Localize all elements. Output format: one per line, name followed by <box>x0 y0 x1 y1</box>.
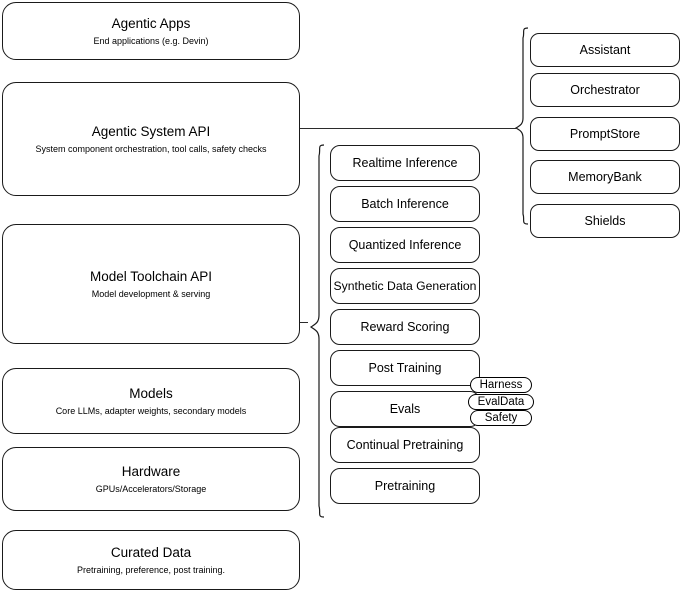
layer-title: Hardware <box>121 463 181 479</box>
capability-label: Quantized Inference <box>348 237 462 252</box>
layer-title: Models <box>129 385 173 401</box>
capability-label: Post Training <box>368 360 442 375</box>
capability-chip-evals[interactable]: Evals <box>330 391 480 427</box>
evals-tag-label: Harness <box>479 379 523 391</box>
layer-title: Agentic System API <box>91 123 211 139</box>
layer-card-hardware[interactable]: Hardware GPUs/Accelerators/Storage <box>2 447 300 511</box>
evals-tag-label: EvalData <box>477 396 525 408</box>
system-component-memorybank[interactable]: MemoryBank <box>530 160 680 194</box>
connector-agentic-system-api-to-components <box>300 128 516 130</box>
capability-chip-post-training[interactable]: Post Training <box>330 350 480 386</box>
capability-label: Synthetic Data Generation <box>333 278 477 293</box>
system-component-shields[interactable]: Shields <box>530 204 680 238</box>
capability-chip-synthetic-data-generation[interactable]: Synthetic Data Generation <box>330 268 480 304</box>
layer-subtitle: GPUs/Accelerators/Storage <box>95 483 207 494</box>
evals-tag-harness[interactable]: Harness <box>470 377 532 393</box>
component-label: Assistant <box>579 42 631 57</box>
capability-label: Evals <box>389 401 421 416</box>
evals-tag-label: Safety <box>484 412 518 424</box>
capability-label: Realtime Inference <box>352 155 458 170</box>
layer-subtitle: Model development & serving <box>91 288 211 299</box>
capability-chip-reward-scoring[interactable]: Reward Scoring <box>330 309 480 345</box>
component-label: MemoryBank <box>568 169 642 184</box>
system-component-orchestrator[interactable]: Orchestrator <box>530 73 680 107</box>
layer-subtitle: Core LLMs, adapter weights, secondary mo… <box>55 405 247 416</box>
component-label: Orchestrator <box>570 82 640 97</box>
capability-label: Reward Scoring <box>360 319 450 334</box>
layer-title: Model Toolchain API <box>89 268 213 284</box>
capability-label: Continual Pretraining <box>346 437 464 452</box>
system-component-promptstore[interactable]: PromptStore <box>530 117 680 151</box>
capability-chip-quantized-inference[interactable]: Quantized Inference <box>330 227 480 263</box>
component-label: Shields <box>584 213 626 228</box>
layer-card-curated-data[interactable]: Curated Data Pretraining, preference, po… <box>2 530 300 590</box>
layer-subtitle: End applications (e.g. Devin) <box>93 35 209 46</box>
layer-card-agentic-system-api[interactable]: Agentic System API System component orch… <box>2 82 300 196</box>
brace-system-components <box>514 27 529 225</box>
capability-chip-realtime-inference[interactable]: Realtime Inference <box>330 145 480 181</box>
capability-chip-continual-pretraining[interactable]: Continual Pretraining <box>330 427 480 463</box>
capability-chip-pretraining[interactable]: Pretraining <box>330 468 480 504</box>
capability-label: Pretraining <box>374 478 436 493</box>
capability-label: Batch Inference <box>361 196 449 211</box>
layer-card-model-toolchain-api[interactable]: Model Toolchain API Model development & … <box>2 224 300 344</box>
layer-title: Agentic Apps <box>111 15 191 31</box>
layer-card-models[interactable]: Models Core LLMs, adapter weights, secon… <box>2 368 300 434</box>
component-label: PromptStore <box>569 126 641 141</box>
brace-toolchain-capabilities <box>309 144 325 518</box>
layer-subtitle: Pretraining, preference, post training. <box>76 564 226 575</box>
evals-tag-safety[interactable]: Safety <box>470 410 532 426</box>
evals-tag-evaldata[interactable]: EvalData <box>468 394 534 410</box>
layer-card-agentic-apps[interactable]: Agentic Apps End applications (e.g. Devi… <box>2 2 300 60</box>
system-component-assistant[interactable]: Assistant <box>530 33 680 67</box>
layer-title: Curated Data <box>110 544 192 560</box>
connector-model-toolchain-api-to-capabilities <box>300 322 308 324</box>
layer-subtitle: System component orchestration, tool cal… <box>35 143 267 154</box>
capability-chip-batch-inference[interactable]: Batch Inference <box>330 186 480 222</box>
